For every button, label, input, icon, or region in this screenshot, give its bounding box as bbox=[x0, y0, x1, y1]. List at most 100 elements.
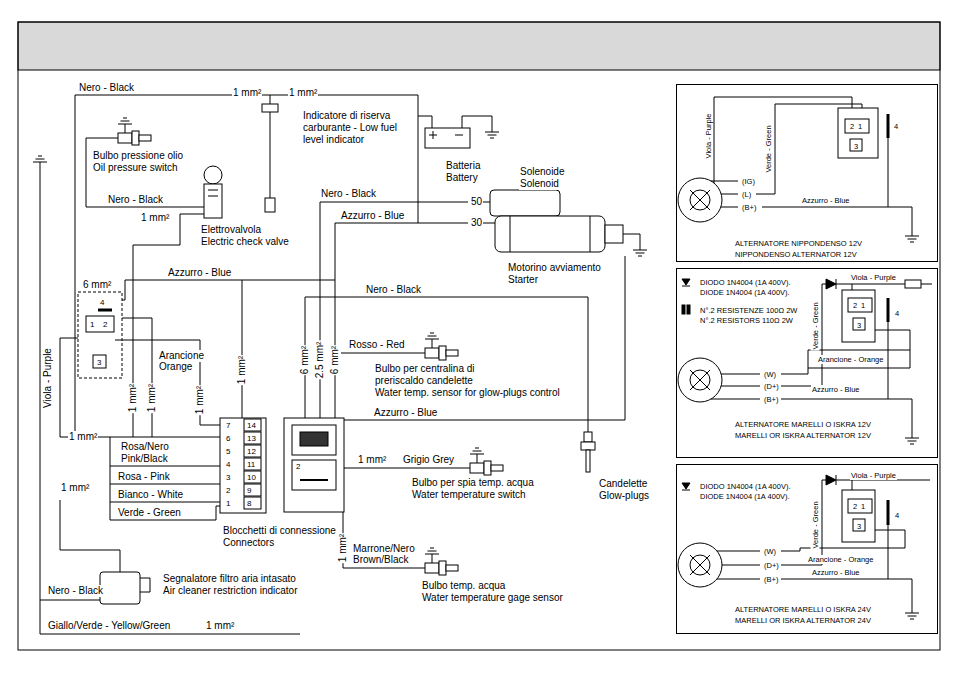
wire-label: Bulbo temp. acqua bbox=[421, 580, 506, 592]
alternator-drawing bbox=[781, 579, 912, 605]
wire bbox=[40, 634, 300, 635]
wire bbox=[343, 512, 425, 568]
wire bbox=[335, 223, 468, 224]
alternator-drawing bbox=[678, 543, 722, 587]
wire-label: DIODE 1N4004 (1A 400V). bbox=[699, 288, 791, 297]
wire-label: Azzurro - Blue bbox=[811, 568, 861, 577]
panel-caption: ALTERNATORE MARELLI O ISKRA 12V bbox=[734, 420, 872, 429]
alternator-drawing bbox=[682, 490, 690, 491]
wire-label: Starter bbox=[507, 274, 539, 286]
wire-label: DIODE 1N4004 (1A 400V). bbox=[699, 492, 791, 501]
component-symbol bbox=[581, 442, 595, 450]
component-symbol bbox=[586, 450, 590, 472]
wire-label: Rosa/Nero bbox=[120, 441, 170, 453]
component-symbol bbox=[93, 355, 106, 368]
wire-label: (B+) bbox=[763, 395, 779, 404]
wire-label: Arancione - Orange bbox=[807, 555, 874, 564]
pin-number: 4 bbox=[895, 511, 899, 520]
wire-label: Water temperature gage sensor bbox=[421, 592, 564, 604]
rotated-label: 1 mm² bbox=[127, 383, 139, 413]
rotated-label: 1 mm² bbox=[194, 385, 206, 415]
wire-label: Orange bbox=[158, 361, 193, 373]
alternator-drawing bbox=[887, 114, 890, 138]
alternator-drawing bbox=[852, 480, 853, 490]
pin-number: 14 bbox=[247, 421, 256, 430]
wire-label: Nero - Black bbox=[320, 188, 377, 200]
wire-label: DIODO 1N4004 (1A 400V). bbox=[699, 482, 791, 491]
wire-label: Nero - Black bbox=[47, 585, 104, 597]
wire-label: (D+) bbox=[763, 561, 780, 570]
alternator-drawing bbox=[781, 284, 826, 386]
alternator-drawing bbox=[905, 228, 919, 242]
pin-number: 4 bbox=[895, 309, 899, 318]
alternator-drawing bbox=[690, 370, 710, 390]
component-symbol bbox=[244, 458, 261, 470]
alternator-drawing bbox=[690, 370, 710, 390]
component-symbol bbox=[490, 190, 560, 216]
wire bbox=[75, 95, 76, 437]
wire bbox=[418, 116, 432, 128]
wire-label: Blocchetti di connessione bbox=[222, 525, 337, 537]
wire-label: Candelette bbox=[598, 478, 648, 490]
wire-label: Segnalatore filtro aria intasato bbox=[162, 573, 297, 585]
wire bbox=[40, 170, 41, 634]
wire bbox=[115, 340, 220, 425]
component-symbol bbox=[292, 460, 336, 490]
rotated-label: Verde - Green bbox=[811, 301, 820, 350]
wire-label: (W) bbox=[763, 547, 777, 556]
wire bbox=[335, 223, 336, 418]
wire-label: Brown/Black bbox=[352, 554, 410, 566]
alternator-drawing bbox=[678, 178, 722, 222]
alternator-drawing bbox=[845, 119, 869, 133]
pin-number: 2 bbox=[296, 462, 300, 471]
wire-label: Grigio Grey bbox=[402, 454, 455, 466]
panel-caption: ALTERNATORE MARELLI O ISKRA 24V bbox=[734, 605, 872, 614]
wire-label: Viola - Purple bbox=[850, 471, 897, 480]
component-symbol bbox=[510, 216, 640, 252]
alternator-drawing bbox=[887, 298, 890, 322]
alternator-drawing bbox=[848, 499, 872, 513]
wire-label: Bulbo pressione olio bbox=[92, 150, 184, 162]
wire bbox=[122, 318, 152, 437]
wire bbox=[483, 202, 490, 203]
component-symbol bbox=[244, 497, 261, 509]
wire-label: Connectors bbox=[222, 537, 275, 549]
wire bbox=[270, 112, 271, 198]
wire bbox=[344, 256, 625, 420]
wire bbox=[305, 297, 588, 432]
rotated-label: Viola - Purple bbox=[42, 347, 54, 409]
alternator-drawing bbox=[905, 605, 919, 619]
pin-number: 1 bbox=[861, 301, 865, 310]
wire-label: Water temperature switch bbox=[411, 489, 527, 501]
component-symbol bbox=[429, 131, 463, 139]
wire bbox=[86, 138, 204, 207]
pin-number: 4 bbox=[894, 122, 898, 131]
component-symbol bbox=[470, 448, 503, 475]
wire-label: Giallo/Verde - Yellow/Green bbox=[47, 620, 171, 632]
alternator-drawing bbox=[842, 490, 875, 542]
rotated-label: Verde - Green bbox=[764, 124, 773, 173]
wire-label: Water temp. sensor for glow-plugs contro… bbox=[374, 387, 561, 399]
rotated-label: 1 mm² bbox=[146, 383, 158, 413]
alternator-drawing bbox=[687, 305, 690, 314]
rotated-label: 2.5 mm² bbox=[314, 341, 326, 380]
component-symbol bbox=[244, 445, 261, 457]
component-symbol bbox=[244, 484, 261, 496]
wire-label: Elettrovalvola bbox=[200, 224, 262, 236]
alternator-drawing bbox=[678, 358, 722, 402]
component-symbol bbox=[244, 432, 261, 444]
wire-label: Rosso - Red bbox=[348, 339, 406, 351]
wire-label: Azzurro - Blue bbox=[340, 210, 405, 222]
alternator-drawing bbox=[682, 483, 690, 489]
alternator-drawing bbox=[850, 139, 862, 151]
pin-number: 3 bbox=[226, 473, 230, 482]
wire bbox=[110, 506, 220, 520]
wire-label: preriscaldo candelette bbox=[374, 375, 474, 387]
wire-label: Indicatore di riserva bbox=[302, 110, 391, 122]
alternator-panel: DIODO 1N4004 (1A 400V).DIODE 1N4004 (1A … bbox=[676, 464, 938, 634]
component-symbol bbox=[292, 425, 336, 455]
alternator-drawing bbox=[714, 97, 852, 183]
wire-label: 1 mm² bbox=[60, 482, 90, 494]
wire-label: N°.2 RESISTENZE 100Ω 2W bbox=[699, 306, 798, 315]
